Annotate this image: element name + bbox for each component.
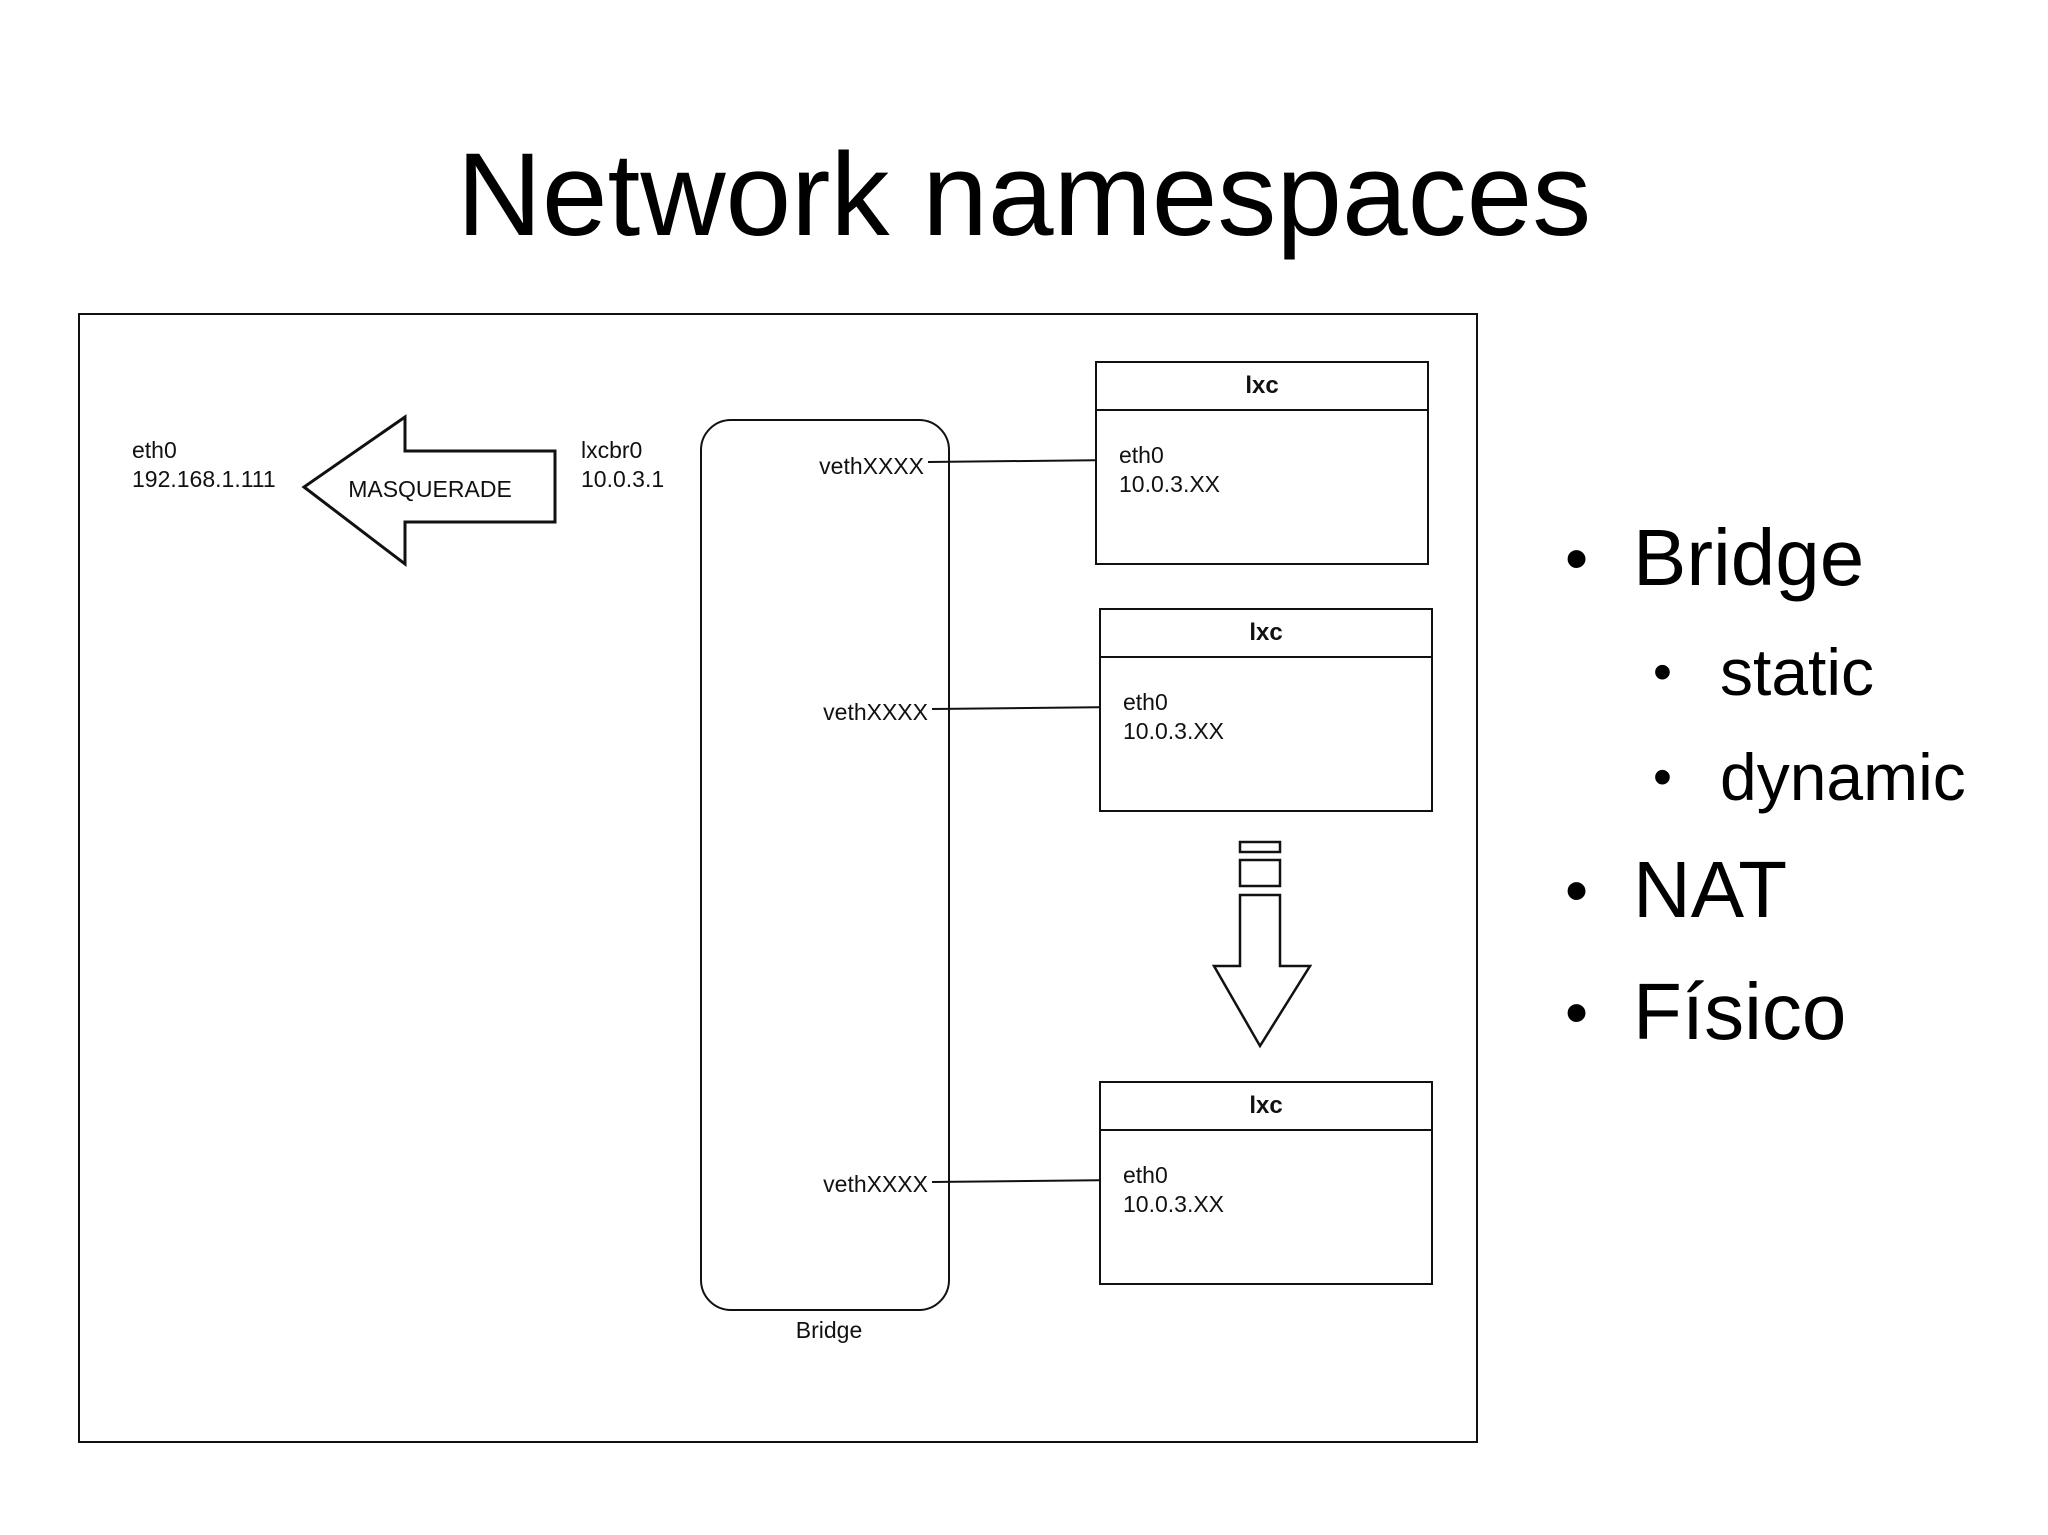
bullet-nat: NAT xyxy=(1565,842,2045,938)
lxc-title-1: lxc xyxy=(1245,372,1278,399)
lxc-container-1: lxc eth0 10.0.3.XX xyxy=(1095,361,1429,565)
bullet-fisico: Físico xyxy=(1565,964,2045,1060)
bridge-box xyxy=(700,419,950,1311)
veth-link-3 xyxy=(931,1179,1122,1183)
veth-link-2 xyxy=(931,706,1122,710)
lxcbr-ip-label: 10.0.3.1 xyxy=(581,466,664,492)
lxc-container-2: lxc eth0 10.0.3.XX xyxy=(1099,608,1433,812)
masquerade-arrow: MASQUERADE xyxy=(301,414,557,568)
lxc-iface-3: eth0 xyxy=(1123,1162,1168,1188)
host-ip-label: 192.168.1.111 xyxy=(132,466,276,492)
veth-label-1: vethXXXX xyxy=(819,453,924,479)
lxc-ip-2: 10.0.3.XX xyxy=(1123,718,1224,744)
bullet-dynamic: dynamic xyxy=(1565,737,2045,817)
lxc-ip-1: 10.0.3.XX xyxy=(1119,471,1220,497)
more-containers-arrow xyxy=(1211,840,1313,1049)
lxc-ip-3: 10.0.3.XX xyxy=(1123,1191,1224,1217)
bullet-static: static xyxy=(1565,632,2045,712)
bullet-list: Bridge static dynamic NAT Físico xyxy=(1565,510,2045,1086)
lxc-iface-2: eth0 xyxy=(1123,689,1168,715)
veth-link-1 xyxy=(927,459,1118,463)
lxc-title-2: lxc xyxy=(1249,619,1282,646)
lxc-container-3: lxc eth0 10.0.3.XX xyxy=(1099,1081,1433,1285)
slide-title: Network namespaces xyxy=(456,129,1592,261)
lxc-iface-1: eth0 xyxy=(1119,442,1164,468)
bullet-bridge: Bridge xyxy=(1565,510,2045,606)
host-iface-label: eth0 xyxy=(132,437,177,463)
lxcbr-iface-label: lxcbr0 xyxy=(581,437,642,463)
masquerade-label: MASQUERADE xyxy=(348,476,512,502)
veth-label-2: vethXXXX xyxy=(823,699,928,725)
veth-label-3: vethXXXX xyxy=(823,1171,928,1197)
lxc-title-3: lxc xyxy=(1249,1092,1282,1119)
bridge-label: Bridge xyxy=(796,1317,862,1343)
diagram-frame xyxy=(78,313,1478,1443)
